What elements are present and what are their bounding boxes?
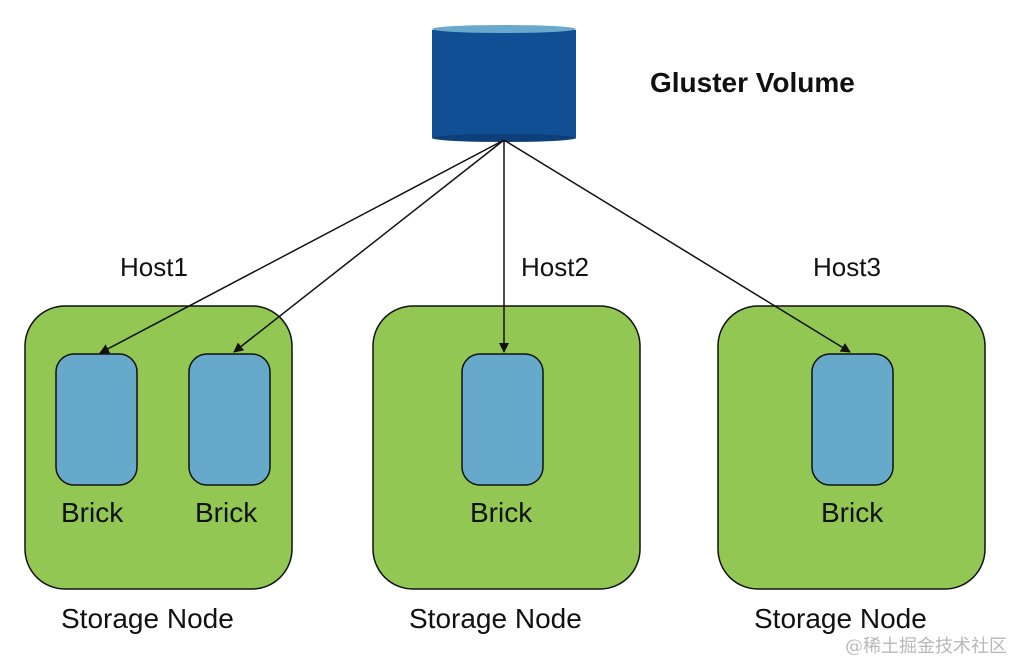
brick-label: Brick bbox=[470, 497, 533, 528]
brick-label: Brick bbox=[195, 497, 258, 528]
host3-label: Host3 bbox=[813, 252, 881, 282]
host2-label: Host2 bbox=[521, 252, 589, 282]
storage-node-label: Storage Node bbox=[61, 603, 234, 634]
watermark: @稀土掘金技术社区 bbox=[845, 636, 1007, 657]
brick-host3-1 bbox=[811, 353, 894, 486]
brick-host1-1 bbox=[55, 353, 138, 486]
brick-label: Brick bbox=[821, 497, 884, 528]
host1-label: Host1 bbox=[120, 252, 188, 282]
storage-node-label: Storage Node bbox=[409, 603, 582, 634]
edge-volume-host1-brick2 bbox=[233, 139, 505, 353]
edge-volume-host3-brick bbox=[503, 139, 851, 353]
brick-label: Brick bbox=[61, 497, 124, 528]
volume-title: Gluster Volume bbox=[650, 67, 855, 98]
gluster-volume-cylinder bbox=[432, 25, 576, 142]
brick-host1-2 bbox=[188, 353, 271, 486]
storage-node-label: Storage Node bbox=[754, 603, 927, 634]
edge-volume-host1-brick1 bbox=[99, 139, 505, 354]
brick-host2-1 bbox=[461, 353, 544, 486]
